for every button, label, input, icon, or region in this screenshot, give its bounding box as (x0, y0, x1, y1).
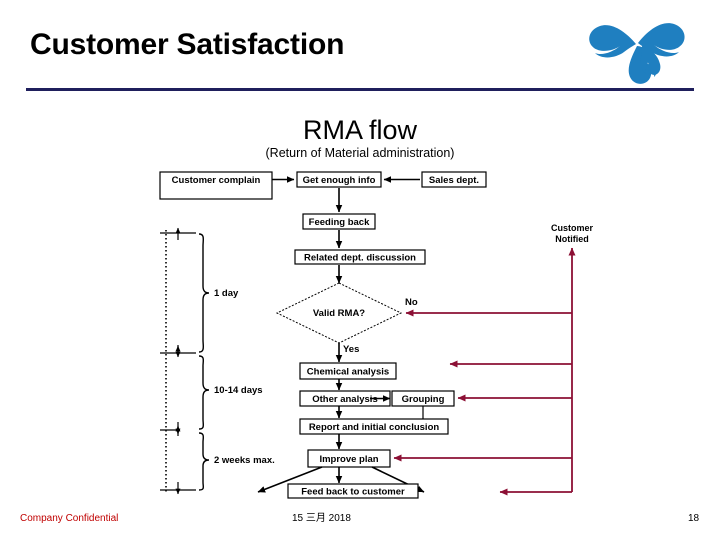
timeline-brace-2-weeks-max (198, 432, 210, 491)
node-customer-complain (159, 171, 273, 200)
title-divider (26, 88, 694, 91)
node-feed-back-to-customer (287, 483, 419, 499)
node-feed-back-to-customer-label: Feed back to customer (301, 487, 405, 498)
footer-page-number: 18 (688, 513, 700, 524)
node-report-and-initial-conclusion-label: Report and initial conclusion (309, 422, 440, 433)
timeline-label-2-weeks-max: 2 weeks max. (214, 455, 275, 466)
node-chemical-analysis (299, 362, 397, 380)
node-customer-complain-label: Customer complain (172, 175, 261, 186)
node-report-and-initial-conclusion (299, 418, 449, 435)
company-trefoil-logo (582, 8, 694, 86)
slide-footer: Company Confidential 15 三月 2018 18 (0, 512, 720, 532)
node-get-enough-info (296, 171, 382, 188)
diagram-subtitle: (Return of Material administration) (266, 146, 455, 160)
node-related-dept-discussion-label: Related dept. discussion (304, 253, 416, 264)
edge-label-customer-notified-line2: Notified (555, 234, 589, 244)
rma-flow-diagram: RMA flow (Return of Material administrat… (0, 100, 720, 500)
node-valid-rma-label: Valid RMA? (313, 308, 365, 319)
timeline-label-1-day: 1 day (214, 288, 239, 299)
node-improve-plan-label: Improve plan (319, 454, 378, 465)
node-related-dept-discussion (294, 249, 426, 265)
edge-label-customer-notified-line1: Customer (551, 223, 594, 233)
diagram-title: RMA flow (303, 115, 418, 145)
edge-label-no: No (405, 297, 418, 308)
footer-date: 15 三月 2018 (292, 513, 351, 524)
node-improve-plan (307, 449, 391, 468)
node-other-analysis-label: Other analysis (312, 394, 377, 405)
timeline-label-10-14-days: 10-14 days (214, 385, 263, 396)
node-feeding-back (302, 213, 376, 230)
timeline-brace-10-14-days (198, 355, 210, 430)
footer-confidentiality-notice: Company Confidential (20, 513, 119, 524)
node-sales-dept (421, 171, 487, 188)
node-chemical-analysis-label: Chemical analysis (307, 367, 389, 378)
edge-improve-left (257, 466, 323, 493)
page-title: Customer Satisfaction (30, 28, 345, 61)
timeline-brace-1-day (198, 233, 210, 353)
node-feeding-back-label: Feeding back (309, 217, 370, 228)
edge-label-yes: Yes (343, 344, 359, 355)
node-grouping-label: Grouping (402, 394, 445, 405)
node-sales-dept-label: Sales dept. (429, 175, 479, 186)
node-get-enough-info-label: Get enough info (303, 175, 376, 186)
